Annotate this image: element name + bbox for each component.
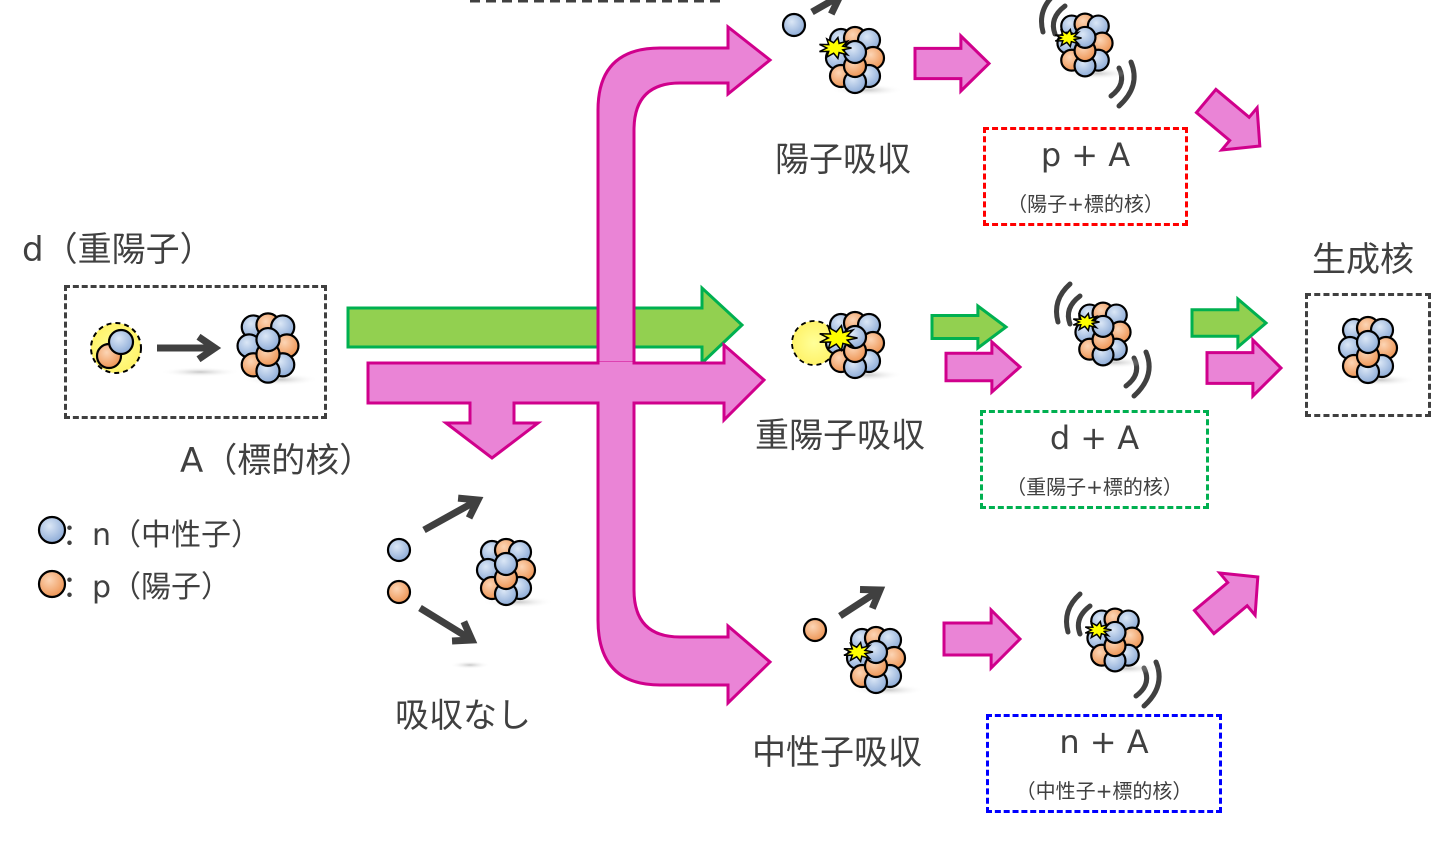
neutron-formula: n + A [1059,723,1149,761]
pink-step-arrow-mid [944,338,1023,396]
pink-step-arrow-bottom [942,606,1023,672]
shadow [450,661,490,669]
neutron-ball [107,328,135,356]
neutron-ball [386,537,412,563]
green-main-arrow [346,284,745,367]
deuteron-label: d（重陽子） [22,230,214,270]
neutron-absorb-nucleus-icon [845,625,924,696]
spark-icon [1072,311,1100,333]
deuteron-icon [90,322,142,374]
excited-nucleus-mid-icon [1074,301,1149,369]
proton-ball [386,579,412,605]
proton-formula: p + A [1040,136,1131,174]
neutron-escape-arrow-icon [422,494,484,534]
excited-nucleus-bottom-icon [1086,607,1161,675]
no-absorption-label: 吸収なし [395,696,531,736]
deuteron-formula-note: （重陽子+標的核） [1006,475,1183,499]
pink-diagonal-arrow-down [1194,87,1262,152]
proton-escape-arrow-icon [418,605,478,645]
deuteron-formula-box: d + A （重陽子+標的核） [980,410,1209,509]
spark-icon [1054,27,1082,49]
product-label: 生成核 [1312,240,1414,280]
neutron-ball [37,515,67,545]
proton-formula-box: p + A （陽子+標的核） [983,127,1188,226]
product-nucleus-icon [1337,315,1416,386]
shadow [160,367,240,377]
spark-icon [1084,619,1112,641]
product-box [1305,293,1431,417]
crossing-patch [599,362,633,405]
target-label: A（標的核） [180,441,374,481]
proton-formula-note: （陽子+標的核） [1007,192,1164,216]
deuteron-absorption-label: 重陽子吸収 [755,416,925,456]
pink-step-arrow-right [1205,336,1284,400]
pink-diagonal-arrow-up [1192,571,1260,636]
neutron-formula-box: n + A （中性子+標的核） [986,714,1222,813]
neutron-formula-note: （中性子+標的核） [1015,779,1193,803]
green-step-arrow-right [1190,295,1269,351]
neutron-absorption-label: 中性子吸収 [752,733,922,773]
pink-main-arrow [366,341,767,460]
pink-step-arrow-top [913,32,992,95]
spark-icon [819,324,858,352]
legend-neutron-label: ：n（中性子） [62,518,262,553]
neutron-out-arrow-icon [810,0,842,16]
proton-absorption-label: 陽子吸収 [775,140,911,180]
proton-ball [802,617,828,643]
neutron-ball [842,39,868,65]
green-step-arrow-mid [930,303,1009,351]
neutron-ball [781,12,807,38]
spark-icon [819,35,852,61]
incident-arrow-icon [157,333,222,363]
neutron-ball [1355,329,1381,355]
legend-proton-label: ：p（陽子） [62,570,232,605]
target-nucleus-icon [236,312,319,386]
proton-ball [37,569,67,599]
deuteron-formula: d + A [1049,419,1140,457]
neutron-ball [255,326,281,353]
unchanged-nucleus-icon [475,537,554,608]
proton-absorb-nucleus-icon [824,25,903,96]
excited-nucleus-top-icon [1056,12,1131,80]
spark-icon [843,640,874,664]
neutron-ball [493,551,519,577]
proton-out-arrow-icon [838,586,886,619]
input-box [64,285,327,419]
